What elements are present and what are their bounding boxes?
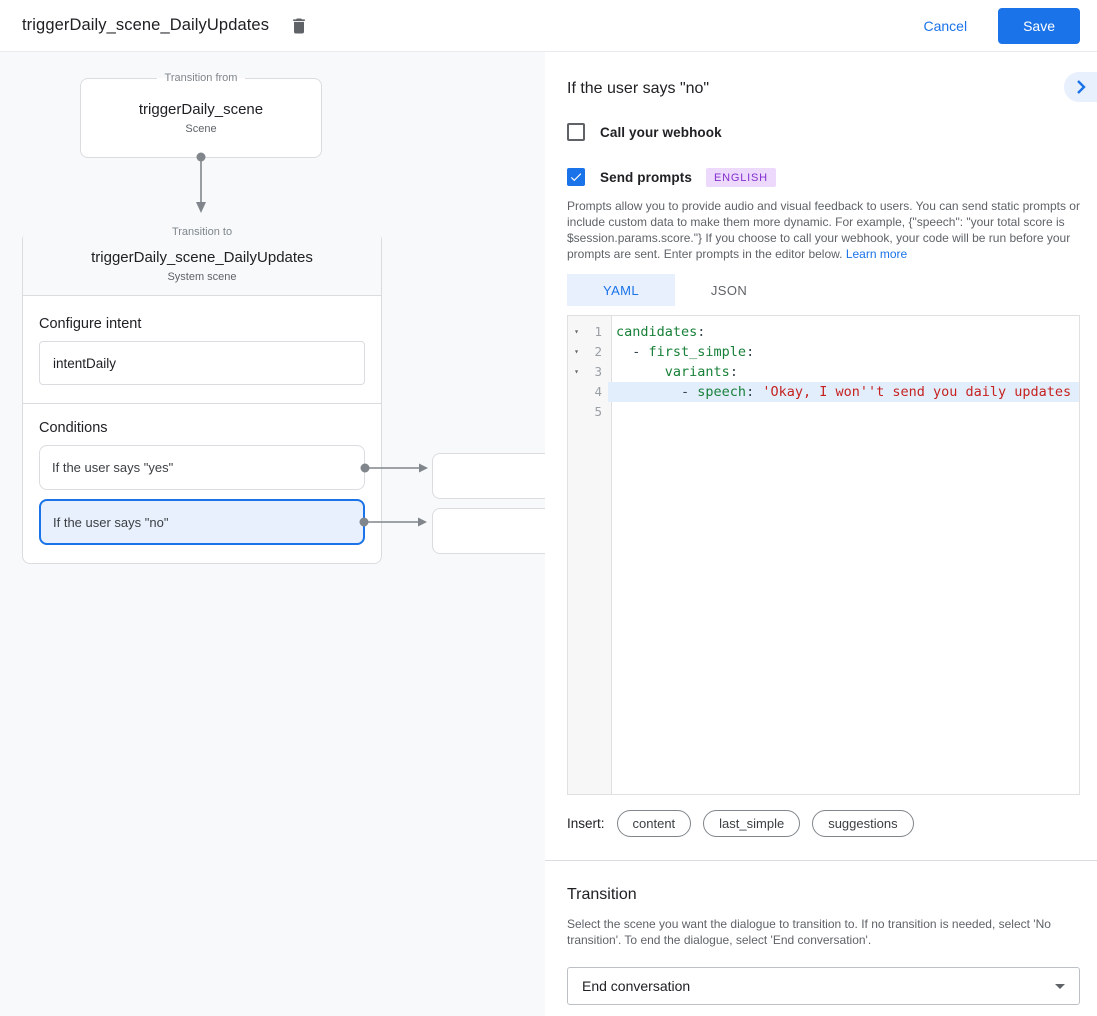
tab-yaml[interactable]: YAML — [567, 274, 675, 306]
intent-field[interactable]: intentDaily — [39, 341, 365, 385]
send-prompts-checkbox[interactable] — [567, 168, 585, 186]
target-scene-box[interactable] — [432, 508, 545, 554]
dropdown-caret-icon — [1055, 983, 1065, 989]
code-text: - speech: 'Okay, I won''t send you daily… — [608, 382, 1079, 402]
cancel-button[interactable]: Cancel — [923, 17, 968, 34]
condition-label: If the user says "yes" — [52, 460, 174, 475]
condition-row[interactable]: If the user says "yes" — [39, 445, 428, 490]
collapse-panel-button[interactable] — [1064, 72, 1097, 102]
line-number: 3 — [594, 364, 602, 379]
insert-row: Insert: content last_simple suggestions — [567, 810, 1080, 837]
code-line[interactable]: ▾ 1 candidates: — [568, 322, 1079, 342]
learn-more-link[interactable]: Learn more — [845, 247, 908, 261]
main-area: Transition from triggerDaily_scene Scene… — [0, 52, 1097, 1016]
token-plain: : — [697, 324, 706, 340]
scene-name: triggerDaily_scene_DailyUpdates — [91, 249, 313, 266]
editor-gutter — [568, 316, 612, 794]
condition-settings-panel: If the user says "no" Call your webhook … — [545, 52, 1097, 1016]
scene-type: System scene — [167, 271, 237, 283]
section-divider — [545, 860, 1097, 861]
configure-intent-label: Configure intent — [39, 316, 142, 332]
target-scene-box[interactable] — [432, 453, 545, 499]
insert-chip-suggestions[interactable]: suggestions — [812, 810, 914, 837]
code-text: - first_simple: — [608, 342, 1079, 362]
insert-label: Insert: — [567, 816, 605, 831]
transition-arrow-icon — [196, 152, 206, 213]
top-bar: triggerDaily_scene_DailyUpdates Cancel S… — [0, 0, 1097, 52]
token-plain: - — [616, 384, 698, 400]
token-key: speech — [697, 384, 747, 400]
line-number: 5 — [594, 404, 602, 419]
call-webhook-checkbox[interactable] — [567, 123, 585, 141]
page-title: triggerDaily_scene_DailyUpdates — [22, 16, 270, 34]
fold-arrow-icon[interactable]: ▾ — [574, 367, 579, 376]
transition-to-legend: Transition to — [171, 226, 233, 238]
code-text: candidates: — [608, 322, 1079, 342]
language-badge: ENGLISH — [705, 167, 776, 187]
scene-diagram-canvas: Transition from triggerDaily_scene Scene… — [0, 52, 545, 1016]
tab-json[interactable]: JSON — [710, 282, 748, 298]
code-editor[interactable]: ▾ 1 candidates: ▾ 2 - first_simple: ▾ 3 varian… — [567, 315, 1080, 795]
token-key: candidates — [616, 324, 698, 340]
editor-tabs: YAML JSON — [567, 274, 1080, 306]
condition-row[interactable]: If the user says "no" — [39, 499, 427, 545]
insert-chip-last_simple[interactable]: last_simple — [703, 810, 801, 837]
token-plain: : — [729, 364, 738, 380]
conditions-section: Conditions If the user says "yes"If the … — [23, 404, 428, 563]
code-text: variants: — [608, 362, 1079, 382]
token-key: variants — [664, 364, 730, 380]
scene-name: triggerDaily_scene — [138, 101, 264, 118]
line-number: 2 — [594, 344, 602, 359]
fold-spacer — [568, 402, 585, 422]
fold-arrow-icon[interactable]: ▾ — [574, 327, 579, 336]
connector-arrow-icon — [360, 463, 428, 472]
transition-select[interactable]: End conversation — [567, 967, 1080, 1005]
fold-spacer — [568, 382, 585, 402]
prompts-description: Prompts allow you to provide audio and v… — [567, 198, 1080, 262]
webhook-row: Call your webhook — [567, 123, 1080, 141]
call-webhook-label: Call your webhook — [600, 124, 722, 140]
configure-intent-section: Configure intent intentDaily — [23, 296, 381, 403]
transition-description: Select the scene you want the dialogue t… — [567, 917, 1051, 947]
intent-value: intentDaily — [53, 355, 117, 371]
transition-from-legend: Transition from — [164, 72, 238, 84]
transition-from-node[interactable]: Transition from triggerDaily_scene Scene — [80, 72, 322, 213]
scene-type: Scene — [185, 123, 217, 135]
insert-chips: content last_simple suggestions — [605, 810, 914, 837]
insert-chip-content[interactable]: content — [616, 810, 692, 837]
token-plain: : — [746, 344, 755, 360]
panel-title: If the user says "no" — [567, 80, 710, 97]
line-number: 4 — [594, 384, 602, 399]
transition-heading: Transition — [567, 886, 637, 903]
line-number: 1 — [594, 324, 602, 339]
delete-button[interactable] — [286, 13, 312, 39]
trash-icon — [293, 18, 305, 33]
send-prompts-label: Send prompts — [600, 169, 692, 185]
token-plain — [616, 364, 665, 380]
chevron-right-icon — [1076, 80, 1086, 94]
connector-arrow-icon — [359, 517, 427, 527]
scene-card-header: triggerDaily_scene_DailyUpdates System s… — [23, 231, 381, 296]
transition-to-node[interactable]: Transition to triggerDaily_scene_DailyUp… — [22, 226, 428, 564]
code-text — [608, 402, 1079, 422]
transition-select-value: End conversation — [582, 978, 691, 994]
token-plain: : — [746, 384, 763, 400]
prompts-description-text: Prompts allow you to provide audio and v… — [567, 199, 1080, 261]
token-plain: - — [616, 344, 649, 360]
save-button[interactable]: Save — [998, 7, 1080, 44]
conditions-list: If the user says "yes" If the user says "… — [39, 445, 428, 545]
code-lines: ▾ 1 candidates: ▾ 2 - first_simple: ▾ 3 varian… — [568, 316, 1079, 422]
token-string: 'Okay, I won''t send you daily updates — [762, 384, 1072, 400]
card-divider — [23, 403, 381, 404]
check-icon — [570, 173, 582, 182]
fold-arrow-icon[interactable]: ▾ — [574, 347, 579, 356]
code-line[interactable]: 4 - speech: 'Okay, I won''t send you dai… — [568, 382, 1079, 402]
condition-label: If the user says "no" — [53, 514, 169, 530]
prompts-row: Send prompts ENGLISH — [567, 167, 1080, 187]
token-key: first_simple — [648, 344, 747, 360]
code-line[interactable]: 5 — [568, 402, 1079, 422]
conditions-label: Conditions — [39, 420, 108, 436]
code-line[interactable]: ▾ 3 variants: — [568, 362, 1079, 382]
code-line[interactable]: ▾ 2 - first_simple: — [568, 342, 1079, 362]
